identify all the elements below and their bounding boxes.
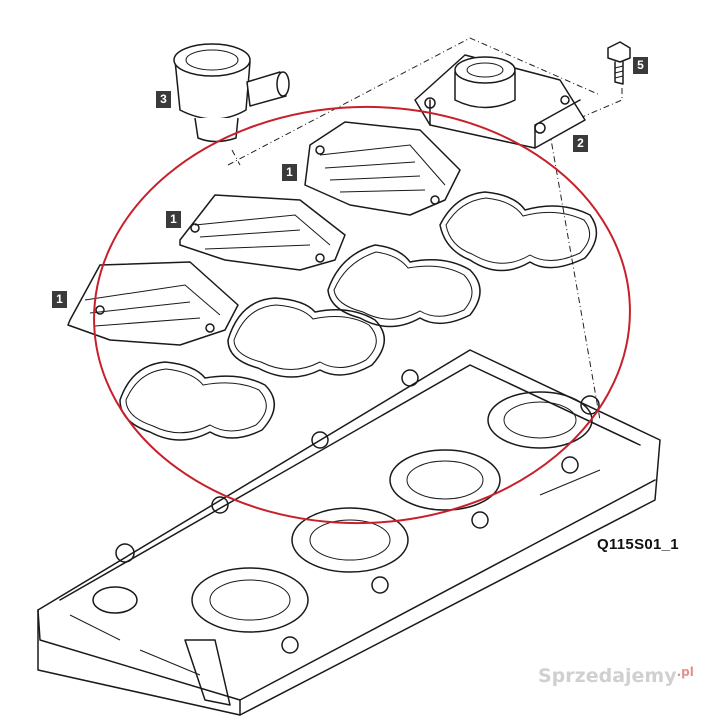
watermark: Sprzedajemy.pl [538,665,694,687]
watermark-suffix: .pl [676,665,694,679]
oil-filler-neck [173,43,290,143]
gasket-1 [439,191,598,272]
cover-plate-2 [179,194,346,271]
cover-plate-3 [67,261,239,346]
gasket-3 [227,297,385,378]
callout-label-1-top: 1 [282,164,297,181]
callout-label-3: 3 [156,91,171,108]
watermark-brand: Sprzedajemy [538,665,677,687]
callout-label-1-middle: 1 [166,211,181,228]
callout-label-2: 2 [573,135,588,152]
callout-label-1-bottom: 1 [52,291,67,308]
cylinder-head [37,349,661,716]
breather-housing [414,54,586,149]
gasket-2 [327,244,481,328]
callout-label-5: 5 [633,57,648,74]
highlight-ellipse [93,105,631,525]
bolt [607,41,631,85]
figure-reference-code: Q115S01_1 [597,536,679,553]
cover-plate-1 [304,121,461,216]
gasket-4 [119,361,275,441]
